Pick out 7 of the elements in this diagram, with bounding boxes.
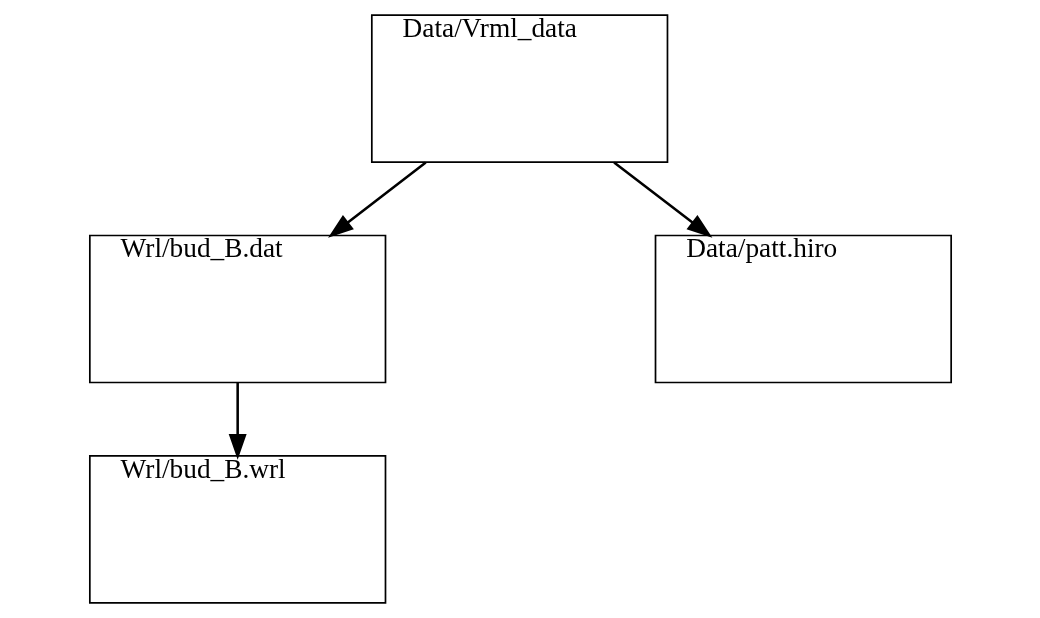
- arrow: [327, 161, 427, 238]
- arrow: [612, 161, 712, 238]
- arrow: [228, 383, 247, 460]
- node-box: Data/patt.hiro: [654, 234, 952, 384]
- node-box: Wrl/bud_B.dat: [88, 234, 386, 384]
- node-box: Wrl/bud_B.wrl: [88, 455, 386, 604]
- node-box: Data/Vrml_data: [370, 14, 668, 163]
